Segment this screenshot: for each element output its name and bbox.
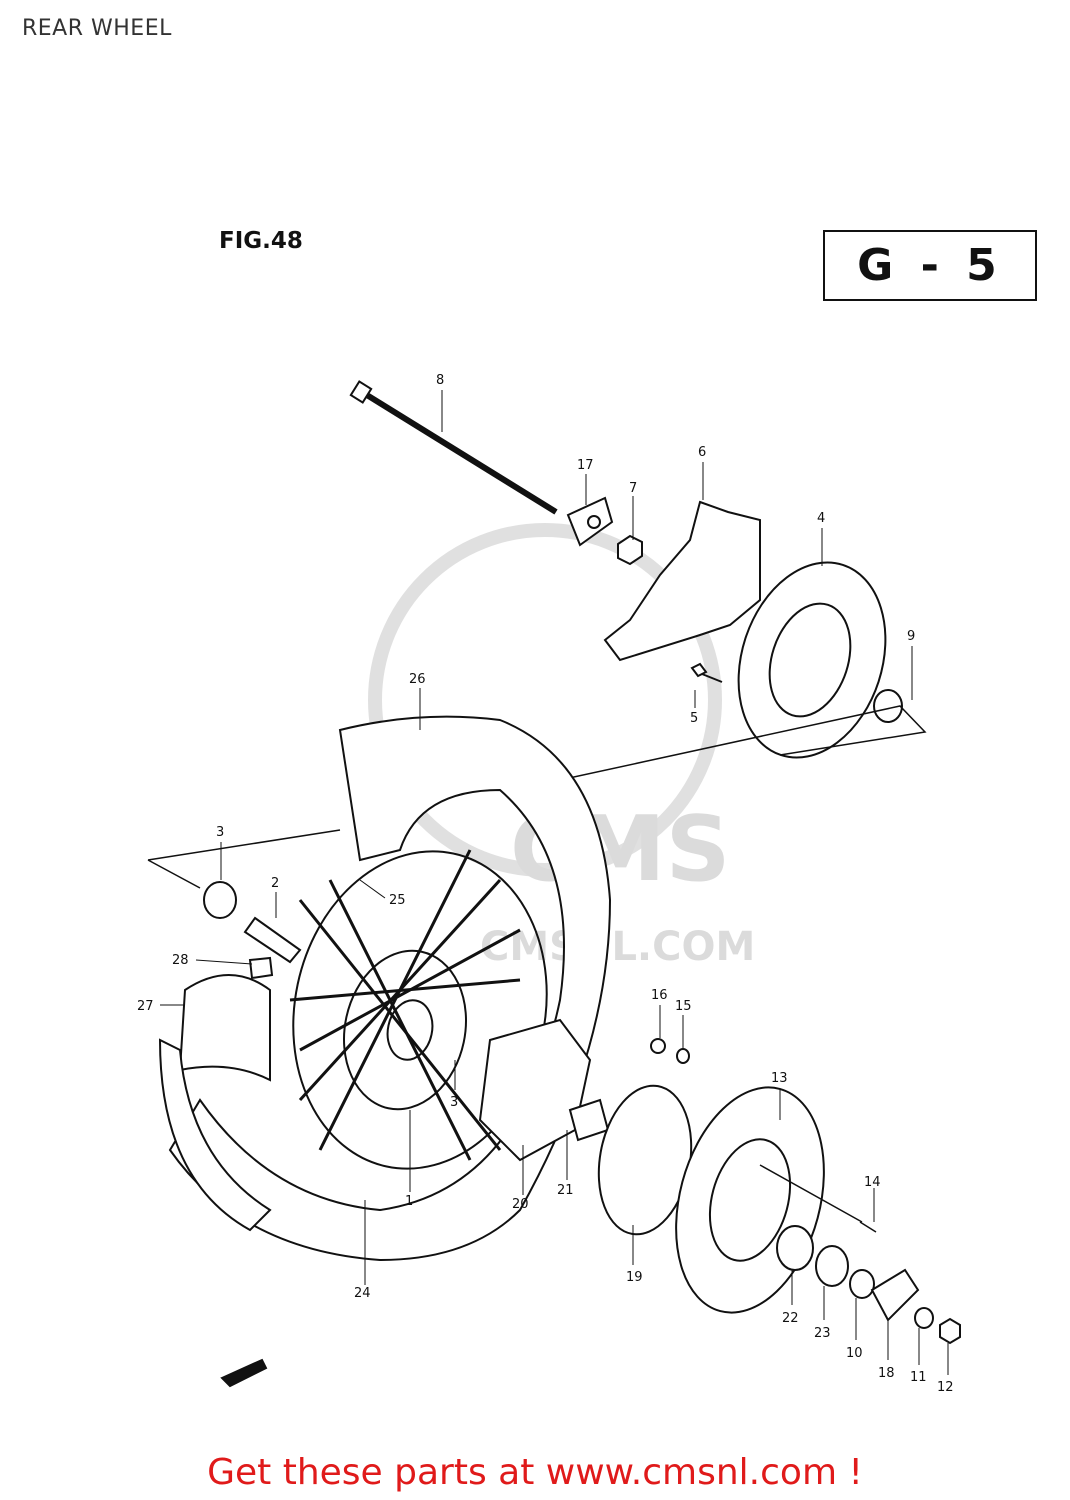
rim-band: [248, 956, 274, 980]
spokes: [289, 849, 521, 1161]
sprocket-bolt-16: [650, 1038, 666, 1054]
get-parts-link[interactable]: Get these parts at www.cmsnl.com !: [207, 1452, 863, 1493]
hub-center: [386, 999, 434, 1061]
tire-lower: [158, 1038, 272, 1232]
part-number: 21: [557, 1183, 574, 1198]
part-number: 25: [389, 893, 406, 908]
part-numbers: 8 17 7 6 4 9 5 26 3 2 25 28 27 3 1 24 20…: [137, 373, 954, 1395]
inner-tube: [178, 974, 271, 1082]
wheel-damper: [478, 1018, 592, 1162]
part-number: 14: [864, 1175, 881, 1190]
axle-nut: [617, 534, 643, 566]
axle: [349, 380, 558, 515]
oil-seal-23: [815, 1245, 849, 1287]
part-number: 28: [172, 953, 189, 968]
part-number: 8: [436, 373, 444, 388]
exploded-parts-diagram: CMS CMSNL.COM: [137, 373, 961, 1395]
part-number: 10: [846, 1346, 863, 1361]
hub-spacer: [243, 916, 302, 964]
part-number: 2: [271, 876, 279, 891]
chain-adjuster: [566, 496, 614, 547]
page-title: REAR WHEEL: [22, 16, 172, 41]
bearing-22: [776, 1225, 814, 1271]
part-number: 18: [878, 1366, 895, 1381]
part-number: 17: [577, 458, 594, 473]
sprocket-bore: [708, 1138, 792, 1262]
part-number: 19: [626, 1270, 643, 1285]
part-number: 11: [910, 1370, 927, 1385]
front-direction-arrow: [220, 1358, 268, 1388]
part-number: 23: [814, 1326, 831, 1341]
spacer-10: [849, 1269, 875, 1299]
part-number: 4: [817, 511, 825, 526]
caliper-bracket: [603, 500, 761, 662]
part-number: 9: [907, 629, 915, 644]
washer: [914, 1307, 934, 1329]
wheel-bearing-left: [203, 881, 237, 919]
axle-nut-right: [939, 1317, 961, 1345]
sprocket-bolt: [759, 1164, 877, 1233]
part-number: 15: [675, 999, 692, 1014]
disc-bolt: [690, 662, 723, 683]
part-number: 7: [629, 481, 637, 496]
washer-15: [676, 1048, 690, 1064]
figure-label: FIG.48: [219, 228, 303, 254]
part-number: 1: [405, 1194, 413, 1209]
spacer: [873, 689, 903, 723]
part-number: 16: [651, 988, 668, 1003]
part-number: 22: [782, 1311, 799, 1326]
part-number: 20: [512, 1197, 529, 1212]
leader-lines: [160, 390, 949, 1375]
part-number: 26: [409, 672, 426, 687]
part-number: 6: [698, 445, 706, 460]
watermark-circle: [368, 523, 722, 877]
chain-adjuster-right: [870, 1268, 920, 1322]
part-number: 3: [216, 825, 224, 840]
watermark-url: CMSNL.COM: [480, 924, 755, 970]
part-number: 13: [771, 1071, 788, 1086]
part-number: 24: [354, 1286, 371, 1301]
part-number: 3: [450, 1095, 458, 1110]
group-code-box: G - 5: [823, 230, 1037, 301]
part-number: 5: [690, 711, 698, 726]
part-number: 12: [937, 1380, 954, 1395]
part-number: 27: [137, 999, 154, 1014]
